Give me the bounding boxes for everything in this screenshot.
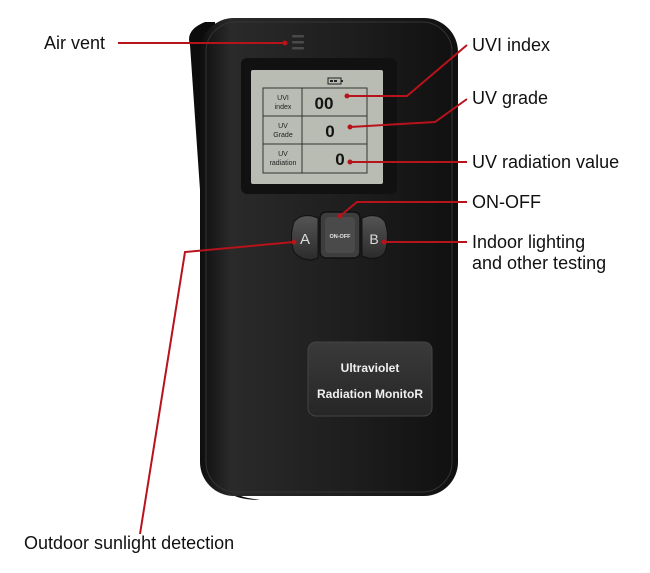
nameplate-line1: Ultraviolet — [341, 361, 400, 375]
battery-icon — [327, 77, 343, 85]
leader-on-off — [339, 201, 467, 217]
nameplate — [307, 341, 433, 417]
callout-air-vent: Air vent — [44, 33, 106, 53]
nameplate-line2: Radiation MonitoR — [317, 387, 423, 401]
button-b-label: B — [369, 231, 378, 247]
on-off-button[interactable]: ON-OFF — [319, 211, 361, 259]
leader-uvi-index — [347, 44, 468, 97]
lcd-label-grade: Grade — [273, 132, 293, 139]
leader-uv-grade — [349, 98, 468, 128]
leader-dots — [282, 40, 387, 245]
lcd-radiation-value: 0 — [335, 150, 344, 169]
lcd-uvi-value: 00 — [315, 94, 334, 113]
button-a-label: A — [300, 231, 310, 248]
callout-on-off: ON-OFF — [472, 192, 541, 212]
button-b[interactable]: B — [361, 215, 388, 259]
callout-indoor-line2: and other testing — [472, 253, 607, 273]
callout-uvi-index: UVI index — [472, 35, 551, 55]
lcd-screen — [251, 70, 383, 184]
leader-outdoor — [139, 241, 295, 535]
lcd-label-radiation: radiation — [270, 160, 297, 167]
lcd-label-uvi: UVI — [277, 95, 289, 102]
lcd-label-uv2: UV — [278, 151, 288, 158]
callout-uv-grade: UV grade — [472, 88, 549, 108]
callout-indoor-line1: Indoor lighting — [472, 232, 586, 252]
lcd-label-index: index — [275, 104, 292, 111]
lcd-grade-value: 0 — [325, 122, 334, 141]
lcd-grid — [262, 87, 368, 174]
callout-uv-radiation-value: UV radiation value — [472, 152, 620, 172]
on-off-button-label: ON-OFF — [329, 234, 351, 240]
callout-outdoor-sunlight: Outdoor sunlight detection — [24, 533, 235, 553]
air-vent-slots — [292, 35, 304, 50]
lcd-label-uv: UV — [278, 123, 288, 130]
leader-lines — [118, 42, 468, 535]
button-a[interactable]: A — [291, 215, 319, 261]
